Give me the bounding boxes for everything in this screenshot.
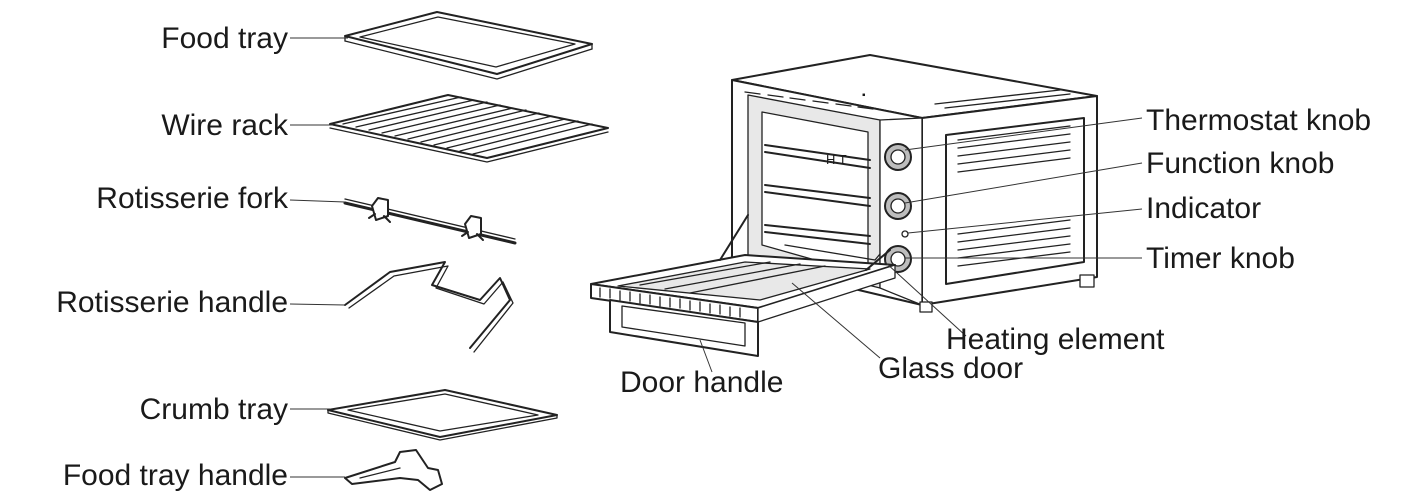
indicator-light-drawing: [902, 231, 908, 237]
oven-drawing: ▪ H T: [591, 55, 1097, 356]
thermostat-knob-label: Thermostat knob: [1146, 104, 1371, 137]
wire-rack-drawing: [330, 95, 608, 162]
rotisserie-handle-leader: [290, 304, 345, 305]
food-tray-handle-drawing: [345, 450, 442, 490]
function-knob-drawing: [885, 193, 911, 219]
rotisserie-fork-leader: [290, 200, 345, 202]
crumb-tray-label: Crumb tray: [140, 393, 288, 426]
thermostat-knob-drawing: [885, 144, 911, 170]
svg-text:H T: H T: [826, 152, 847, 167]
wire-rack-label: Wire rack: [161, 109, 289, 142]
svg-text:▪: ▪: [862, 90, 866, 101]
door-handle-label: Door handle: [620, 366, 783, 399]
glass-door-label: Glass door: [878, 352, 1023, 385]
food-tray-drawing: [345, 12, 592, 79]
indicator-label: Indicator: [1146, 192, 1261, 225]
rotisserie-fork-label: Rotisserie fork: [96, 182, 289, 215]
rotisserie-fork-drawing: [345, 198, 515, 243]
food-tray-handle-label: Food tray handle: [63, 459, 288, 492]
timer-knob-label: Timer knob: [1146, 242, 1295, 275]
rotisserie-handle-drawing: [345, 262, 513, 352]
function-knob-label: Function knob: [1146, 147, 1334, 180]
food-tray-label: Food tray: [161, 22, 288, 55]
crumb-tray-drawing: [328, 390, 557, 440]
rotisserie-handle-label: Rotisserie handle: [56, 286, 288, 319]
